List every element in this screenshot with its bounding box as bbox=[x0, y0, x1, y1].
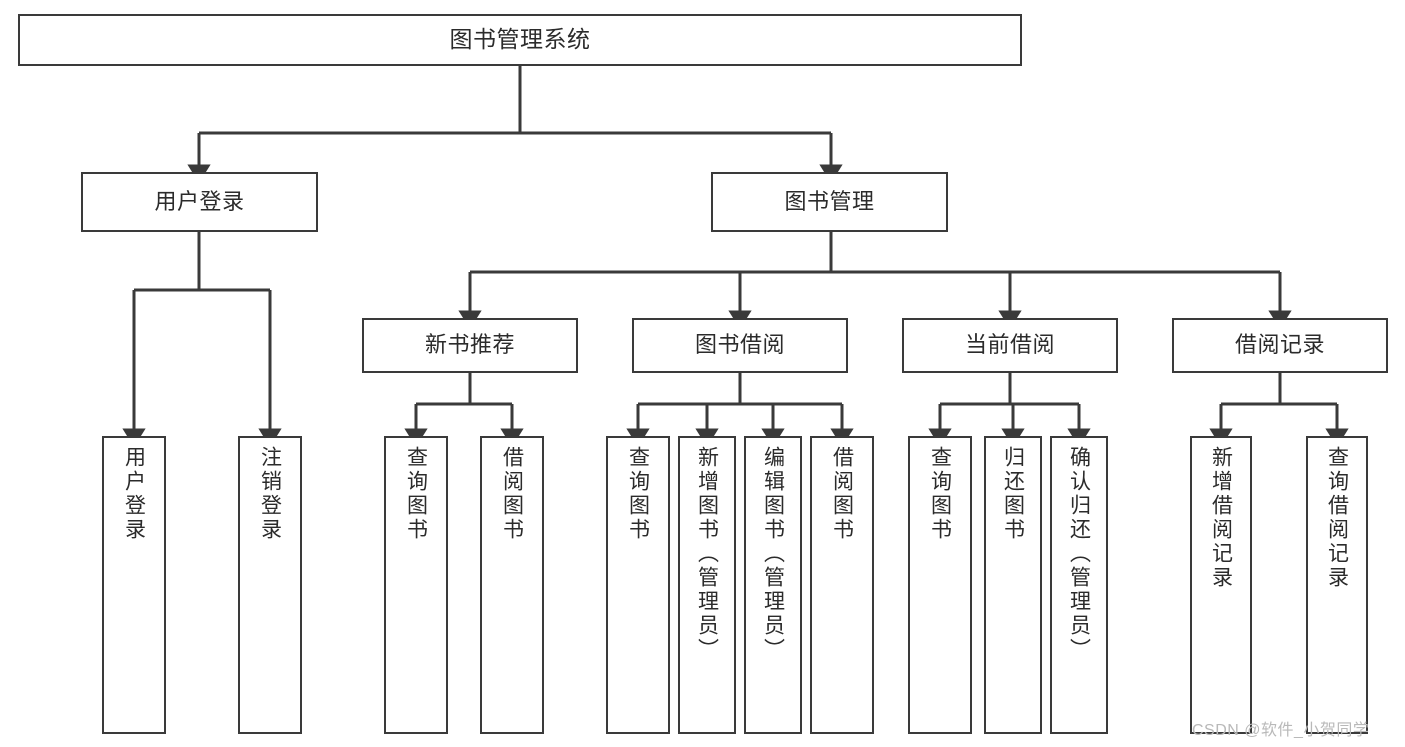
leaf-borrow-book-bb-label: 借阅图书 bbox=[830, 446, 854, 542]
node-book-management-label: 图书管理 bbox=[784, 188, 875, 214]
node-borrow-record[interactable]: 借阅记录 bbox=[1172, 318, 1388, 373]
leaf-user-login[interactable]: 用户登录 bbox=[102, 436, 166, 734]
leaf-borrow-book-nb[interactable]: 借阅图书 bbox=[480, 436, 544, 734]
leaf-add-book-admin[interactable]: 新增图书（管理员） bbox=[678, 436, 736, 734]
node-user-login-label: 用户登录 bbox=[154, 188, 245, 214]
node-book-management[interactable]: 图书管理 bbox=[711, 172, 948, 232]
node-root-label: 图书管理系统 bbox=[449, 26, 591, 53]
leaf-query-book-bb-label: 查询图书 bbox=[626, 446, 650, 542]
node-current-borrow-label: 当前借阅 bbox=[964, 332, 1055, 358]
leaf-add-borrow-record[interactable]: 新增借阅记录 bbox=[1190, 436, 1252, 734]
node-root[interactable]: 图书管理系统 bbox=[18, 14, 1022, 66]
leaf-edit-book-admin-label: 编辑图书（管理员） bbox=[761, 446, 785, 662]
leaf-query-book-nb-label: 查询图书 bbox=[404, 446, 428, 542]
leaf-confirm-return-admin[interactable]: 确认归还（管理员） bbox=[1050, 436, 1108, 734]
node-book-borrow[interactable]: 图书借阅 bbox=[632, 318, 848, 373]
node-new-book-recommend-label: 新书推荐 bbox=[424, 332, 515, 358]
leaf-query-book-cb[interactable]: 查询图书 bbox=[908, 436, 972, 734]
leaf-query-borrow-record-label: 查询借阅记录 bbox=[1325, 446, 1349, 590]
leaf-borrow-book-bb[interactable]: 借阅图书 bbox=[810, 436, 874, 734]
leaf-edit-book-admin[interactable]: 编辑图书（管理员） bbox=[744, 436, 802, 734]
leaf-user-login-label: 用户登录 bbox=[122, 446, 146, 542]
leaf-query-borrow-record[interactable]: 查询借阅记录 bbox=[1306, 436, 1368, 734]
leaf-query-book-bb[interactable]: 查询图书 bbox=[606, 436, 670, 734]
node-new-book-recommend[interactable]: 新书推荐 bbox=[362, 318, 578, 373]
leaf-query-book-nb[interactable]: 查询图书 bbox=[384, 436, 448, 734]
leaf-query-book-cb-label: 查询图书 bbox=[928, 446, 952, 542]
node-book-borrow-label: 图书借阅 bbox=[694, 332, 785, 358]
leaf-return-book[interactable]: 归还图书 bbox=[984, 436, 1042, 734]
leaf-confirm-return-admin-label: 确认归还（管理员） bbox=[1067, 446, 1091, 662]
leaf-borrow-book-nb-label: 借阅图书 bbox=[500, 446, 524, 542]
leaf-logout-label: 注销登录 bbox=[258, 446, 282, 542]
leaf-add-book-admin-label: 新增图书（管理员） bbox=[695, 446, 719, 662]
watermark: CSDN @软件_小贺同学 bbox=[1192, 722, 1370, 739]
node-current-borrow[interactable]: 当前借阅 bbox=[902, 318, 1118, 373]
node-borrow-record-label: 借阅记录 bbox=[1234, 332, 1325, 358]
leaf-logout[interactable]: 注销登录 bbox=[238, 436, 302, 734]
node-user-login[interactable]: 用户登录 bbox=[81, 172, 318, 232]
leaf-add-borrow-record-label: 新增借阅记录 bbox=[1209, 446, 1233, 590]
leaf-return-book-label: 归还图书 bbox=[1001, 446, 1025, 542]
